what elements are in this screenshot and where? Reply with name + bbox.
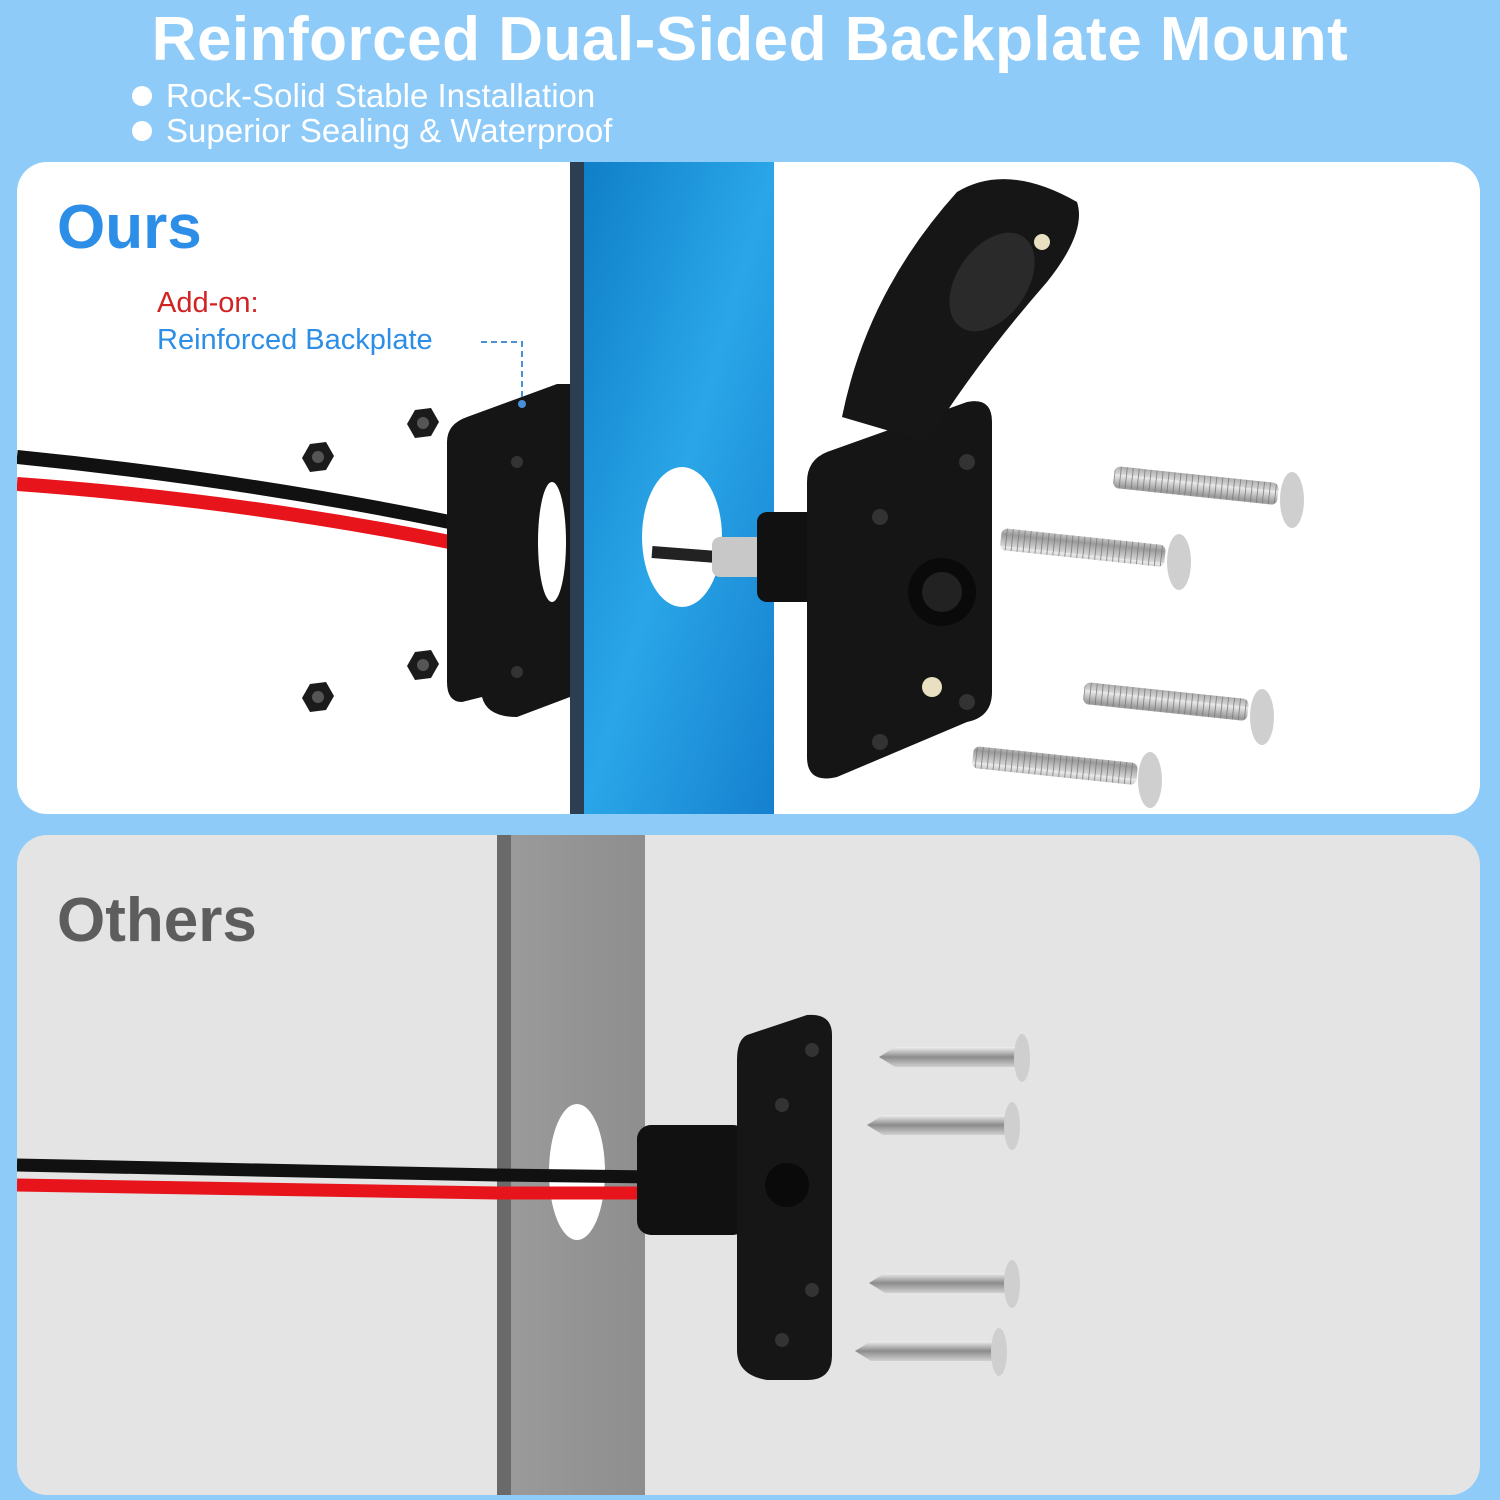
reinforced-backplate: [447, 384, 570, 717]
socket-mount-plate: [807, 401, 992, 779]
tapping-screw-icon: [869, 1260, 1020, 1308]
ours-illustration: [17, 162, 1304, 814]
feature-item: Superior Sealing & Waterproof: [132, 113, 612, 148]
machine-screw-icon: [1083, 682, 1274, 745]
others-panel: Others: [17, 835, 1480, 1495]
bullet-dot-icon: [132, 120, 152, 141]
cable-stub: [651, 546, 718, 563]
tapping-screw-icon: [855, 1328, 1007, 1376]
socket-mount-plate: [637, 1014, 832, 1380]
bullet-dot-icon: [132, 85, 152, 106]
tapping-screw-icon: [879, 1034, 1030, 1082]
machine-screw-icon: [1113, 466, 1304, 528]
feature-text: Rock-Solid Stable Installation: [166, 77, 596, 114]
addon-label: Add-on:: [157, 287, 259, 319]
machine-screw-icon: [972, 746, 1162, 808]
feature-list: Rock-Solid Stable Installation Superior …: [132, 78, 612, 148]
feature-item: Rock-Solid Stable Installation: [132, 78, 612, 113]
others-heading: Others: [57, 886, 257, 955]
hex-nut-icon: [302, 682, 334, 712]
hex-nut-icon: [407, 650, 439, 680]
red-wire: [17, 1178, 657, 1200]
ours-panel: Ours Add-on: Reinforced Backplate: [17, 162, 1480, 814]
black-wire: [17, 1158, 658, 1184]
machine-screw-icon: [1000, 528, 1191, 590]
others-illustration: [17, 835, 1030, 1495]
tapping-screw-icon: [867, 1102, 1020, 1150]
page-title: Reinforced Dual-Sided Backplate Mount: [151, 5, 1349, 74]
socket-lid: [842, 179, 1079, 442]
addon-name: Reinforced Backplate: [157, 324, 433, 356]
feature-text: Superior Sealing & Waterproof: [166, 112, 613, 149]
ours-heading: Ours: [57, 193, 202, 262]
hex-nut-icon: [302, 442, 334, 472]
hex-nut-icon: [407, 408, 439, 438]
